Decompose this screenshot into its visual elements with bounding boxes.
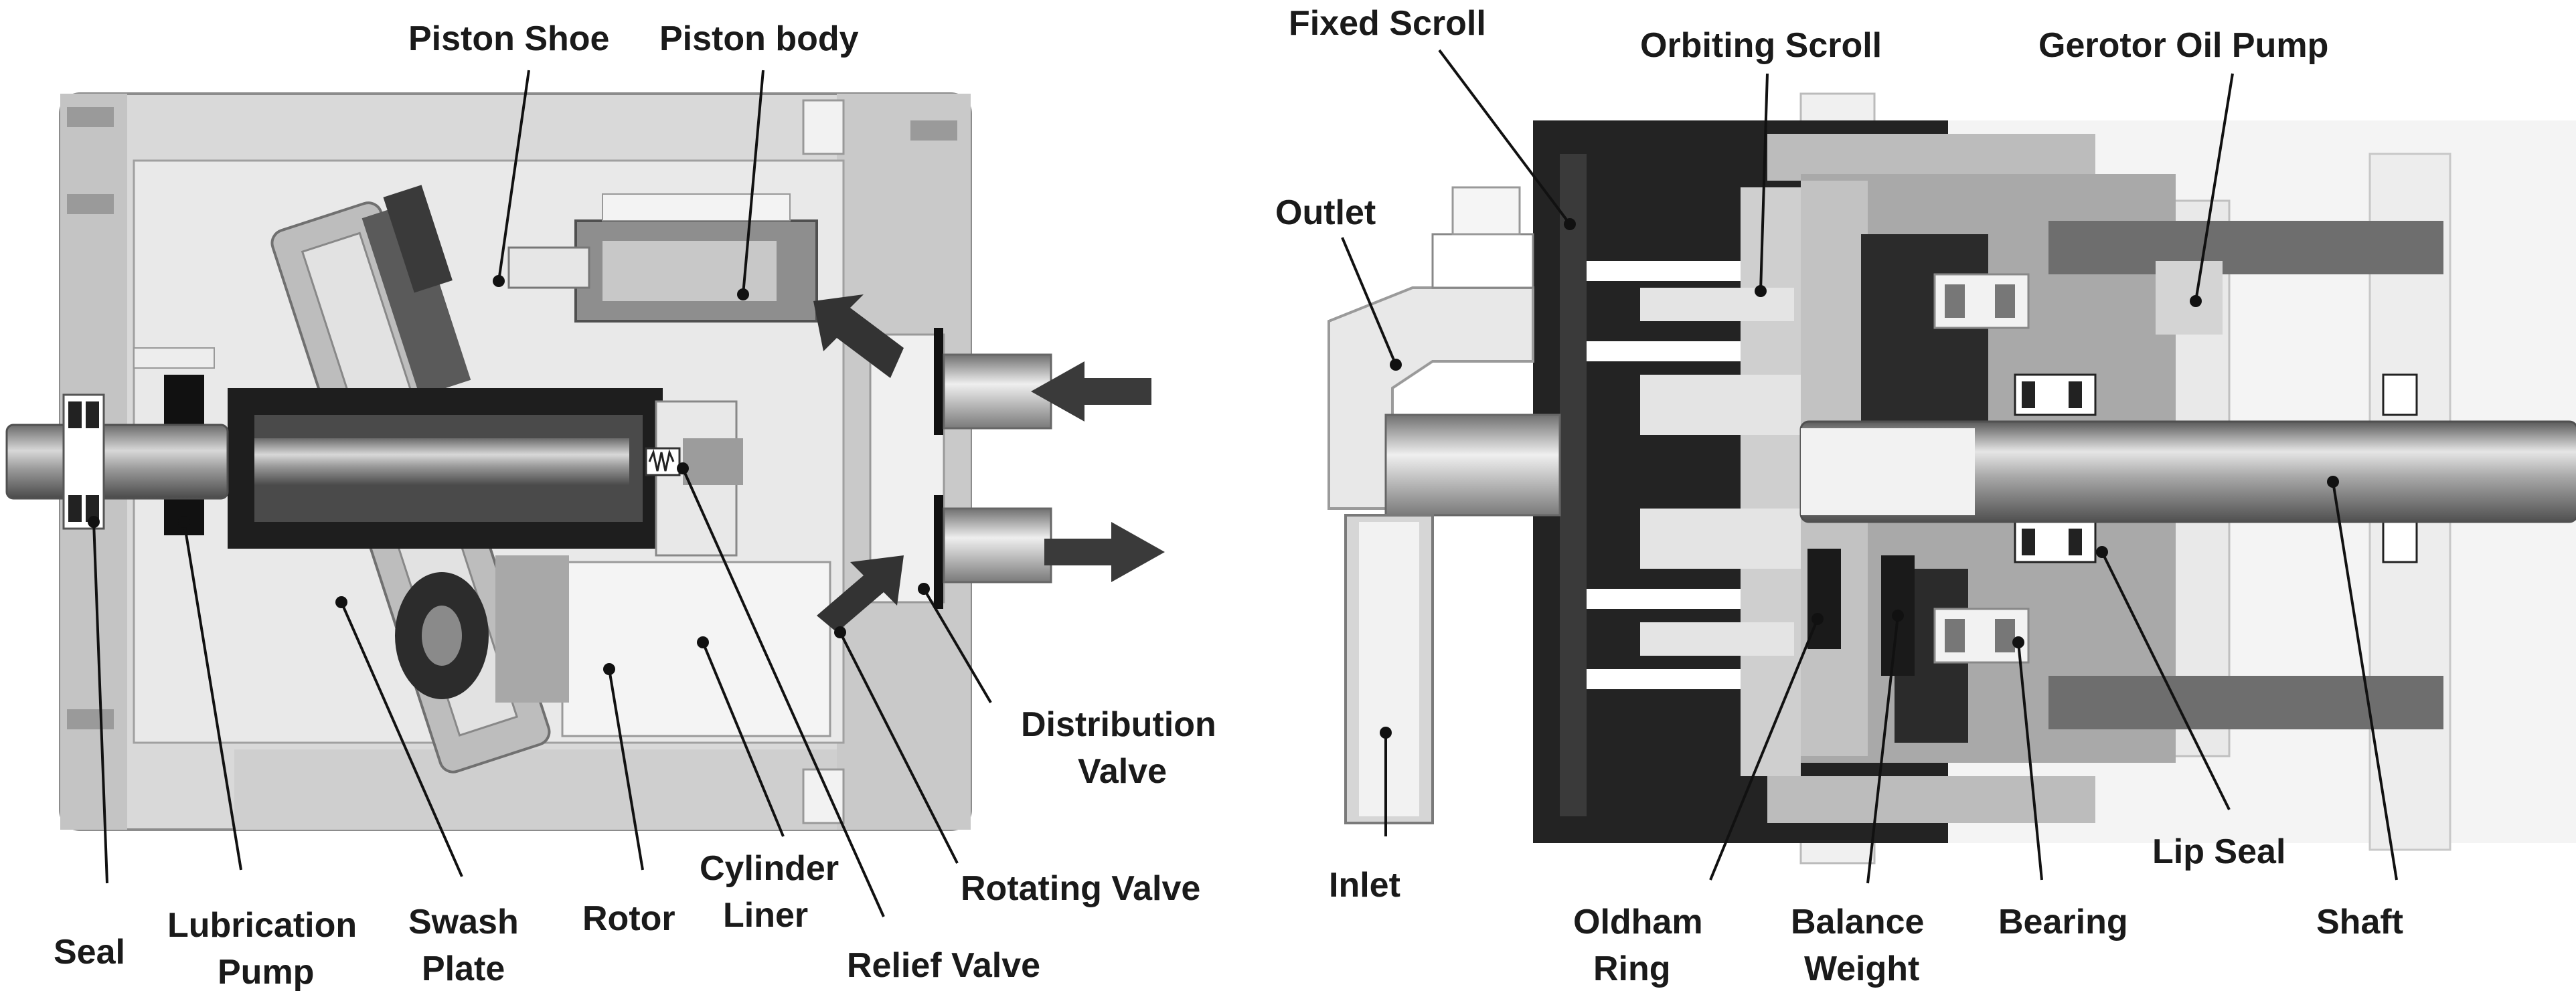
right-labels: Fixed Scroll Orbiting Scroll Gerotor Oil…: [1275, 4, 2403, 988]
right-leader-lines: [1341, 49, 2398, 884]
scroll-compressor-section: [1327, 92, 2576, 864]
label-piston-body: Piston body: [659, 19, 859, 58]
label-gerotor-oil-pump: Gerotor Oil Pump: [2038, 26, 2328, 65]
left-leader-lines: [92, 70, 992, 917]
label-orbiting-scroll: Orbiting Scroll: [1640, 26, 1882, 65]
label-seal: Seal: [54, 933, 125, 972]
label-outlet: Outlet: [1275, 193, 1376, 232]
label-distribution-valve-line2: Valve: [1078, 752, 1167, 791]
label-bearing: Bearing: [1998, 903, 2128, 941]
label-rotating-valve: Rotating Valve: [961, 869, 1200, 908]
right-leader-dots: [1380, 218, 2339, 739]
label-lubrication-pump-line1: Lubrication: [167, 906, 357, 945]
label-fixed-scroll: Fixed Scroll: [1289, 4, 1486, 43]
label-cylinder-liner-line2: Liner: [723, 896, 808, 935]
label-swash-plate-line1: Swash: [408, 903, 519, 941]
label-balance-weight-line1: Balance: [1791, 903, 1924, 941]
label-lip-seal: Lip Seal: [2152, 832, 2285, 871]
left-leader-dots: [88, 275, 930, 675]
label-shaft: Shaft: [2316, 903, 2403, 941]
label-swash-plate-line2: Plate: [422, 949, 505, 988]
label-distribution-valve-line1: Distribution: [1021, 705, 1216, 744]
label-rotor: Rotor: [582, 899, 675, 938]
label-piston-shoe: Piston Shoe: [408, 19, 609, 58]
piston-pump-section: [5, 92, 1165, 831]
left-labels: Piston Shoe Piston body Distribution Val…: [54, 19, 1216, 992]
label-lubrication-pump-line2: Pump: [218, 953, 314, 992]
label-inlet: Inlet: [1329, 866, 1400, 905]
label-balance-weight-line2: Weight: [1804, 949, 1919, 988]
label-oldham-ring-line1: Oldham: [1573, 903, 1703, 941]
label-cylinder-liner-line1: Cylinder: [700, 849, 839, 888]
label-relief-valve: Relief Valve: [847, 946, 1040, 985]
label-oldham-ring-line2: Ring: [1593, 949, 1671, 988]
